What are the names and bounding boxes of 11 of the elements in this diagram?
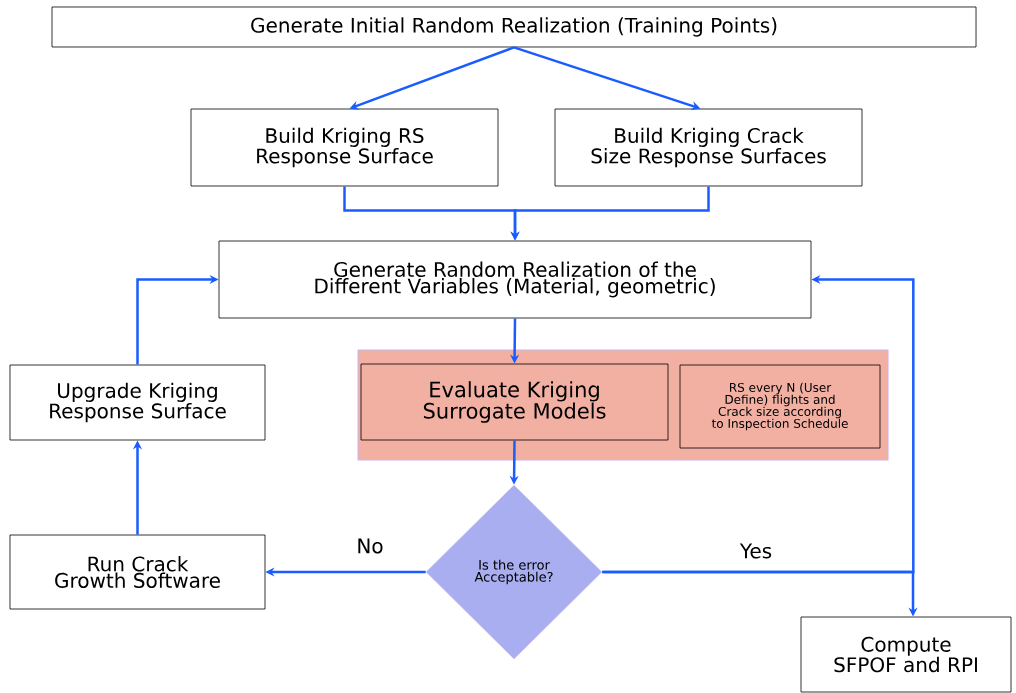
- process-box: Generate Random Realization of the Different Variables (Material, geometric): [218, 240, 812, 319]
- edge-label: Yes: [737, 541, 775, 561]
- process-box: Evaluate Kriging Surrogate Models: [360, 363, 669, 441]
- process-box: Generate Initial Random Realization (Training Points): [51, 6, 977, 48]
- process-box: Build Kriging RS Response Surface: [190, 108, 499, 187]
- note-box: RS every N (User Define) flights and Crack size according to Inspection Schedule: [679, 364, 881, 449]
- process-box: Run Crack Growth Software: [9, 534, 266, 610]
- process-box: Build Kriging Crack Size Response Surfaces: [554, 108, 863, 187]
- edge-label: No: [354, 536, 386, 556]
- process-box: Upgrade Kriging Response Surface: [9, 364, 266, 441]
- process-box: Compute SFPOF and RPI: [800, 616, 1012, 693]
